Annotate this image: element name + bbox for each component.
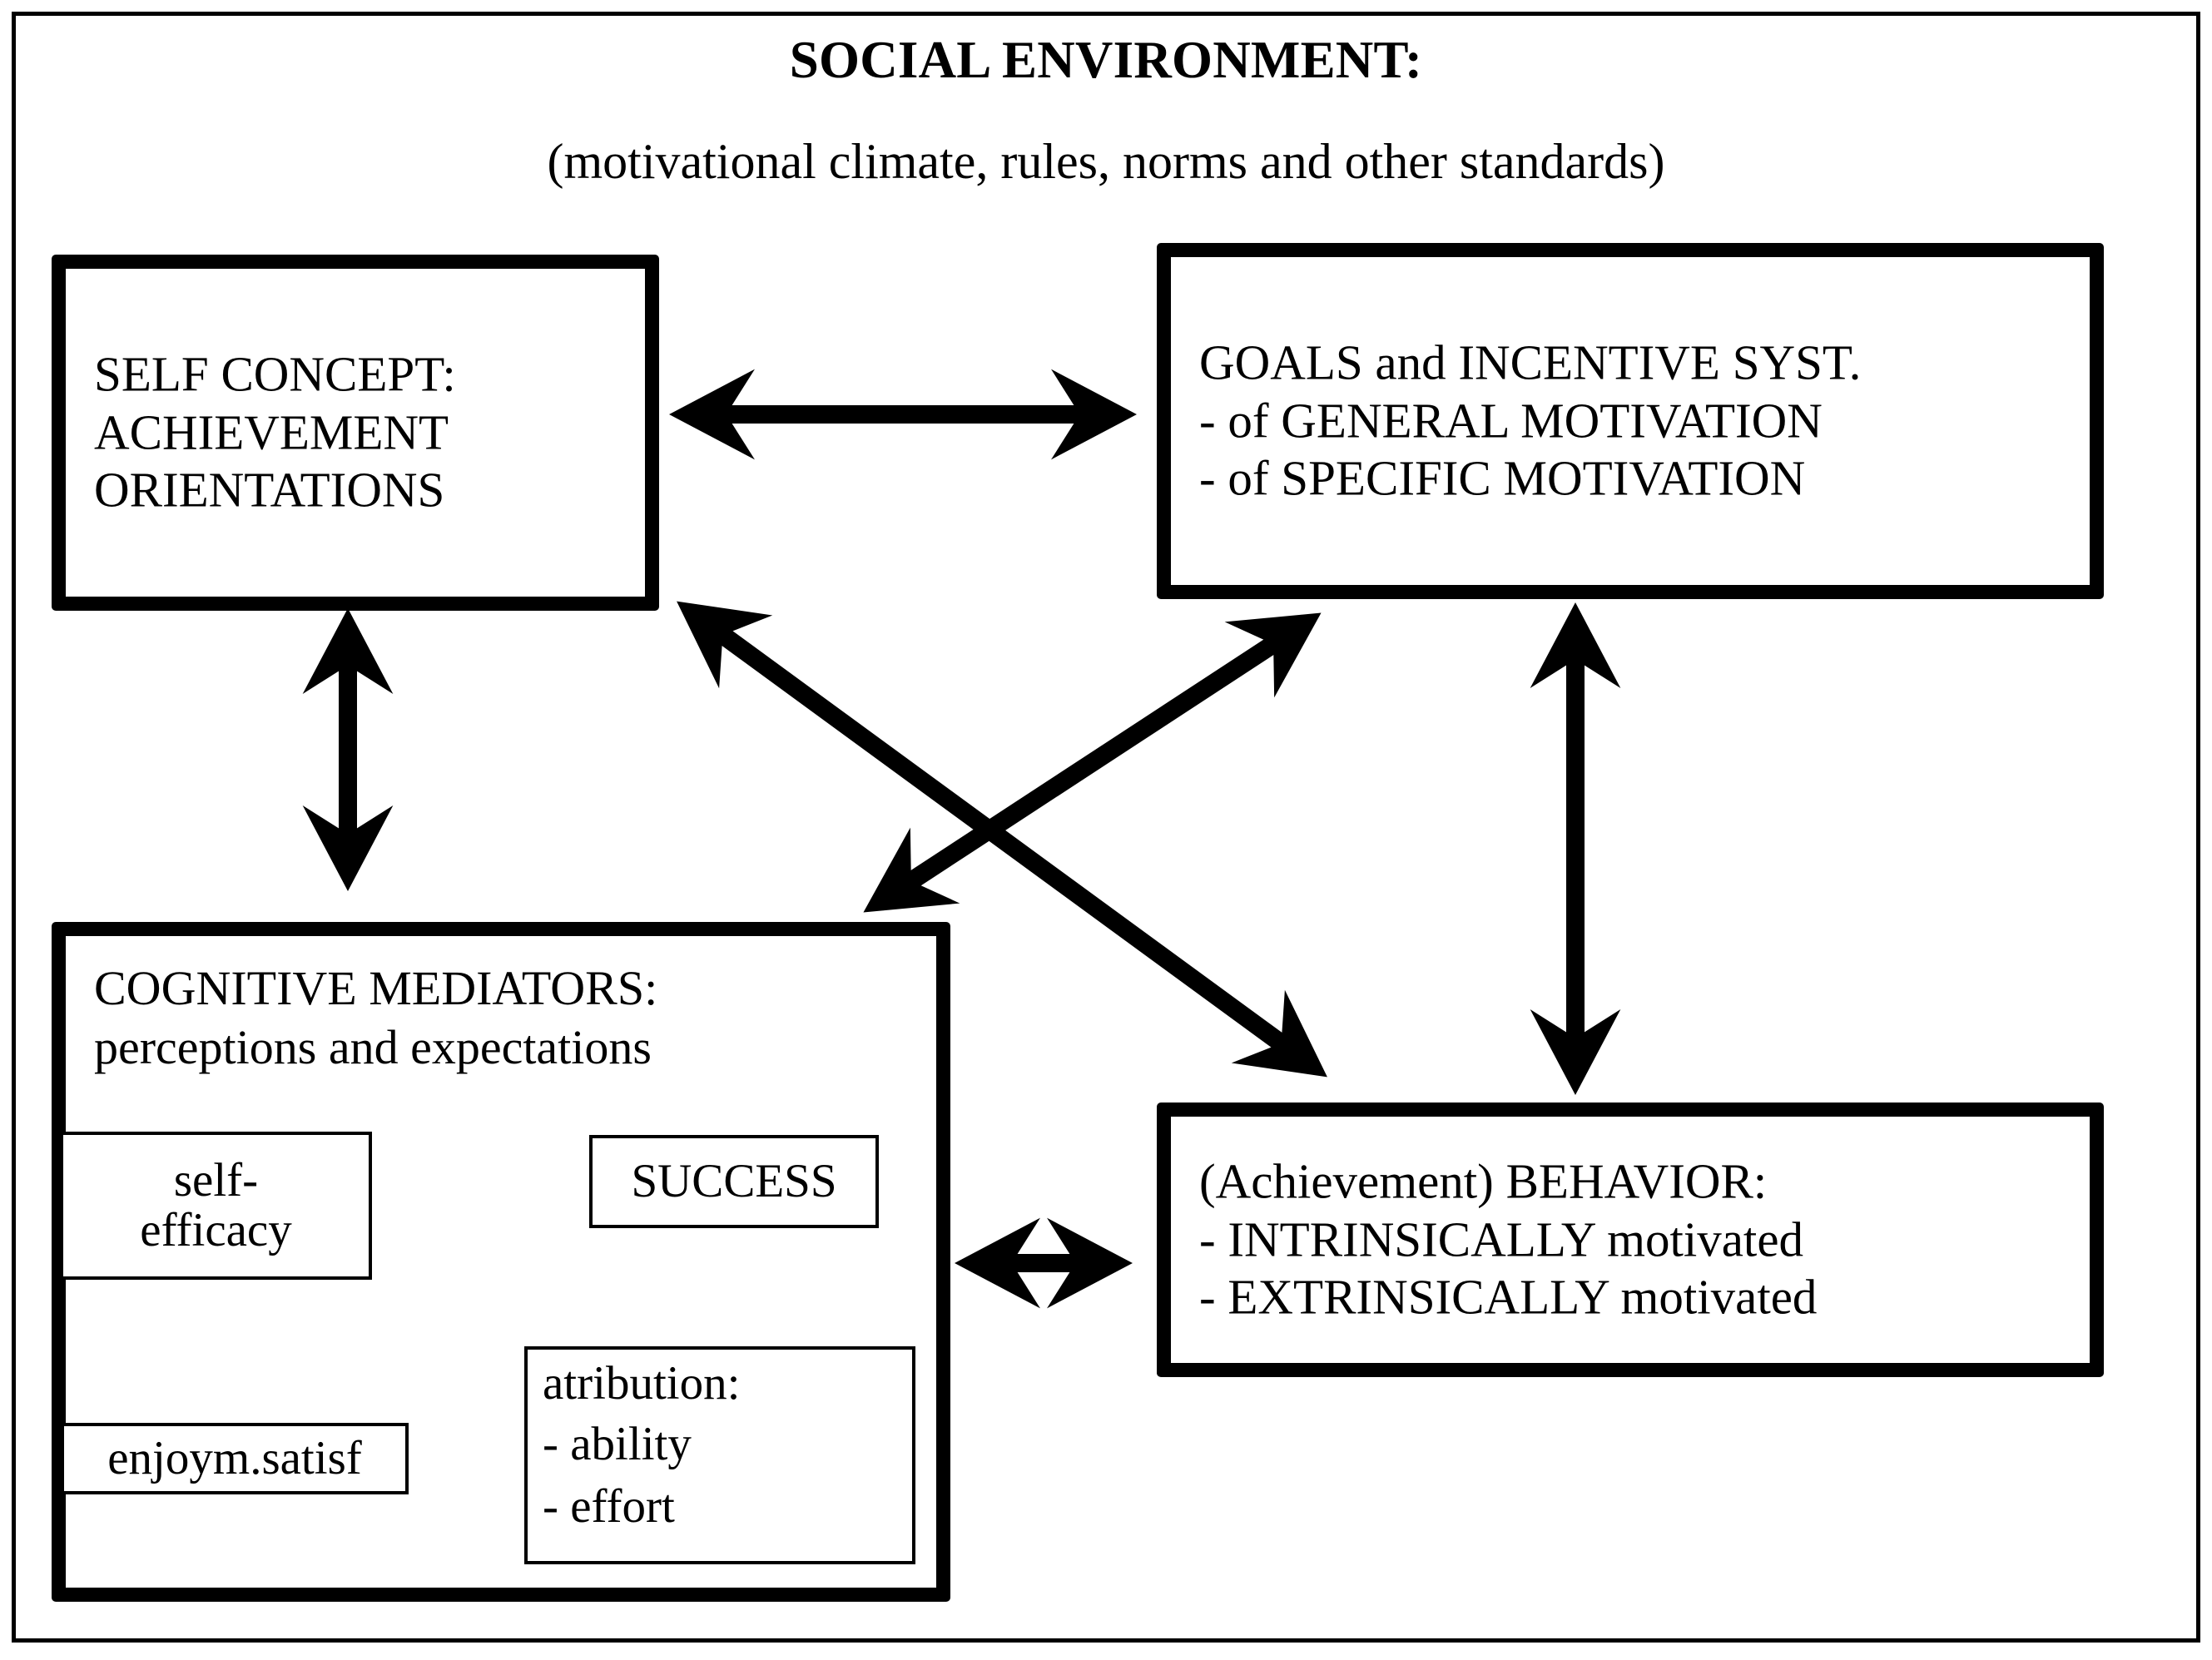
attribution-item-effort: - effort	[543, 1479, 675, 1533]
success-label: SUCCESS	[631, 1155, 837, 1208]
box-enjoyment-satisfaction[interactable]: enjoym.satisf	[61, 1423, 409, 1494]
page-title: SOCIAL ENVIRONMENT:	[789, 31, 1423, 89]
behavior-line-1: (Achievement) BEHAVIOR:	[1199, 1153, 1768, 1209]
cognitive-line-2: perceptions and expectations	[94, 1019, 652, 1074]
box-self-concept[interactable]: SELF CONCEPT: ACHIEVEMENT ORIENTATIONS	[52, 255, 659, 611]
goals-line-1: GOALS and INCENTIVE SYST.	[1199, 334, 1862, 390]
enjoyment-label: enjoym.satisf	[107, 1432, 362, 1485]
cognitive-line-1: COGNITIVE MEDIATORS:	[94, 961, 658, 1015]
goals-line-2: - of GENERAL MOTIVATION	[1199, 393, 1823, 448]
self-efficacy-label-line-1: self-	[173, 1154, 259, 1207]
self-concept-line-3: ORIENTATIONS	[94, 462, 445, 518]
self-concept-line-2: ACHIEVEMENT	[94, 404, 449, 460]
attribution-title: atribution:	[543, 1357, 741, 1410]
self-concept-line-1: SELF CONCEPT:	[94, 346, 456, 402]
box-attribution[interactable]: atribution: - ability - effort	[524, 1346, 915, 1564]
attribution-item-ability: - ability	[543, 1417, 692, 1470]
box-goals-incentive[interactable]: GOALS and INCENTIVE SYST. - of GENERAL M…	[1157, 243, 2104, 599]
behavior-line-3: - EXTRINSICALLY motivated	[1199, 1269, 1818, 1325]
goals-line-3: - of SPECIFIC MOTIVATION	[1199, 450, 1806, 506]
box-success[interactable]: SUCCESS	[589, 1135, 879, 1228]
behavior-line-2: - INTRINSICALLY motivated	[1199, 1212, 1804, 1267]
box-achievement-behavior[interactable]: (Achievement) BEHAVIOR: - INTRINSICALLY …	[1157, 1103, 2104, 1377]
self-efficacy-label-line-2: efficacy	[140, 1204, 292, 1256]
box-self-efficacy[interactable]: self- efficacy	[60, 1132, 372, 1280]
page-subtitle: (motivational climate, rules, norms and …	[547, 134, 1665, 189]
